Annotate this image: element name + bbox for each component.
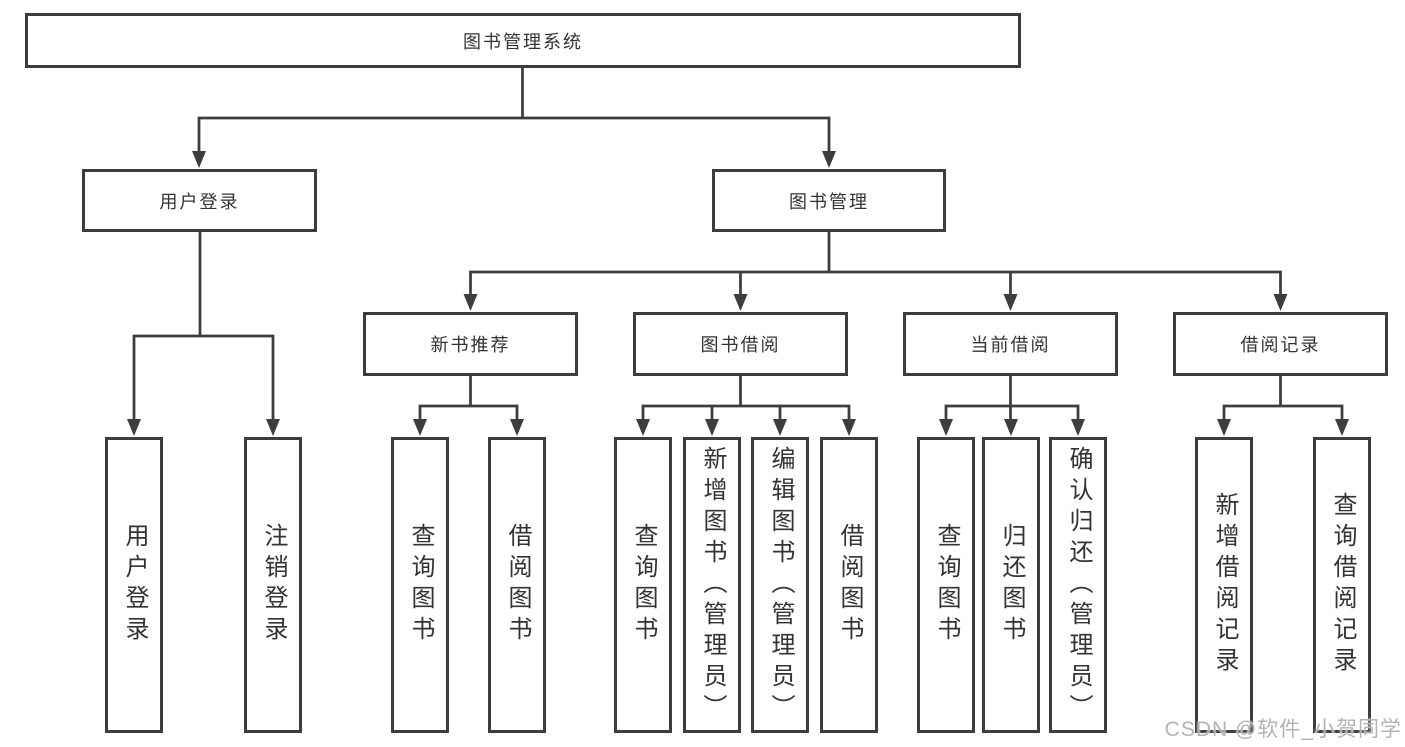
arrowheads <box>127 151 1349 436</box>
csdn-watermark: CSDN @软件_小贺同学 <box>1164 718 1402 741</box>
leaf-borrow-books-recommend: 借阅图书 <box>488 437 546 733</box>
leaf-query-borrow-record: 查询借阅记录 <box>1313 437 1371 733</box>
leaf-borrow-books: 借阅图书 <box>820 437 878 733</box>
leaf-user-login: 用户登录 <box>105 437 163 733</box>
node-book-management: 图书管理 <box>712 169 946 232</box>
node-book-borrow: 图书借阅 <box>633 312 848 376</box>
leaf-query-books-recommend: 查询图书 <box>391 437 449 733</box>
leaf-query-books-borrow: 查询图书 <box>614 437 672 733</box>
node-root: 图书管理系统 <box>25 13 1021 68</box>
leaf-logout: 注销登录 <box>244 437 302 733</box>
leaf-edit-book-admin: 编辑图书（管理员） <box>751 437 809 733</box>
node-borrow-records: 借阅记录 <box>1173 312 1388 376</box>
leaf-add-borrow-record: 新增借阅记录 <box>1195 437 1253 733</box>
leaf-query-books-current: 查询图书 <box>917 437 975 733</box>
node-current-borrow: 当前借阅 <box>903 312 1118 376</box>
leaf-add-book-admin: 新增图书（管理员） <box>683 437 741 733</box>
node-new-book-recommend: 新书推荐 <box>363 312 578 376</box>
leaf-return-book: 归还图书 <box>982 437 1040 733</box>
node-user-login: 用户登录 <box>82 169 317 232</box>
leaf-confirm-return-admin: 确认归还（管理员） <box>1049 437 1107 733</box>
